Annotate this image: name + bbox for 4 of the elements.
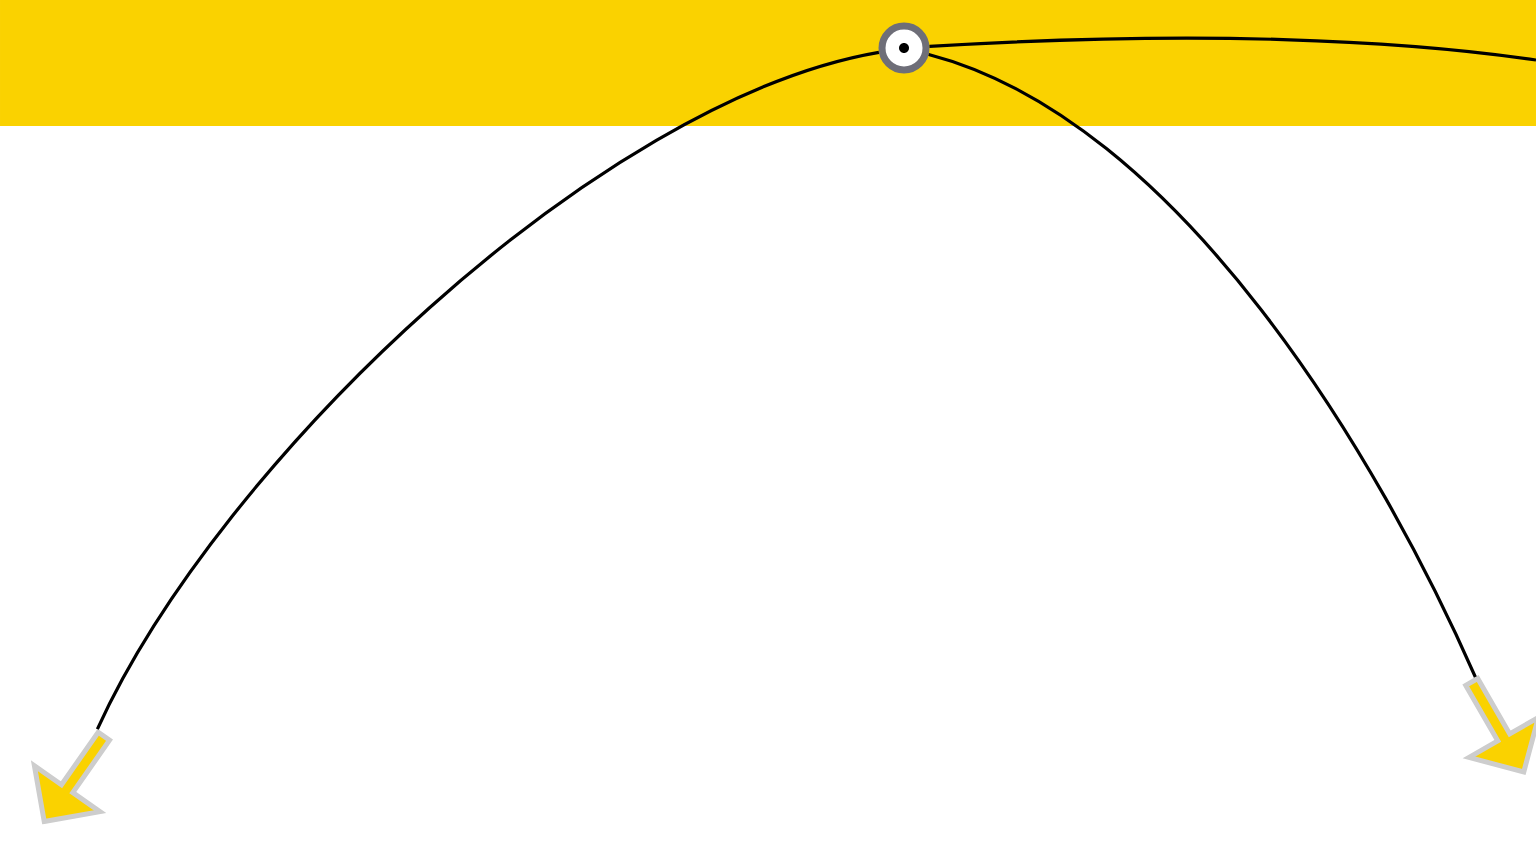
connector-line (929, 36, 1536, 62)
connector-line (95, 50, 880, 730)
connector-line (928, 52, 1477, 678)
pin-circle (878, 22, 930, 74)
